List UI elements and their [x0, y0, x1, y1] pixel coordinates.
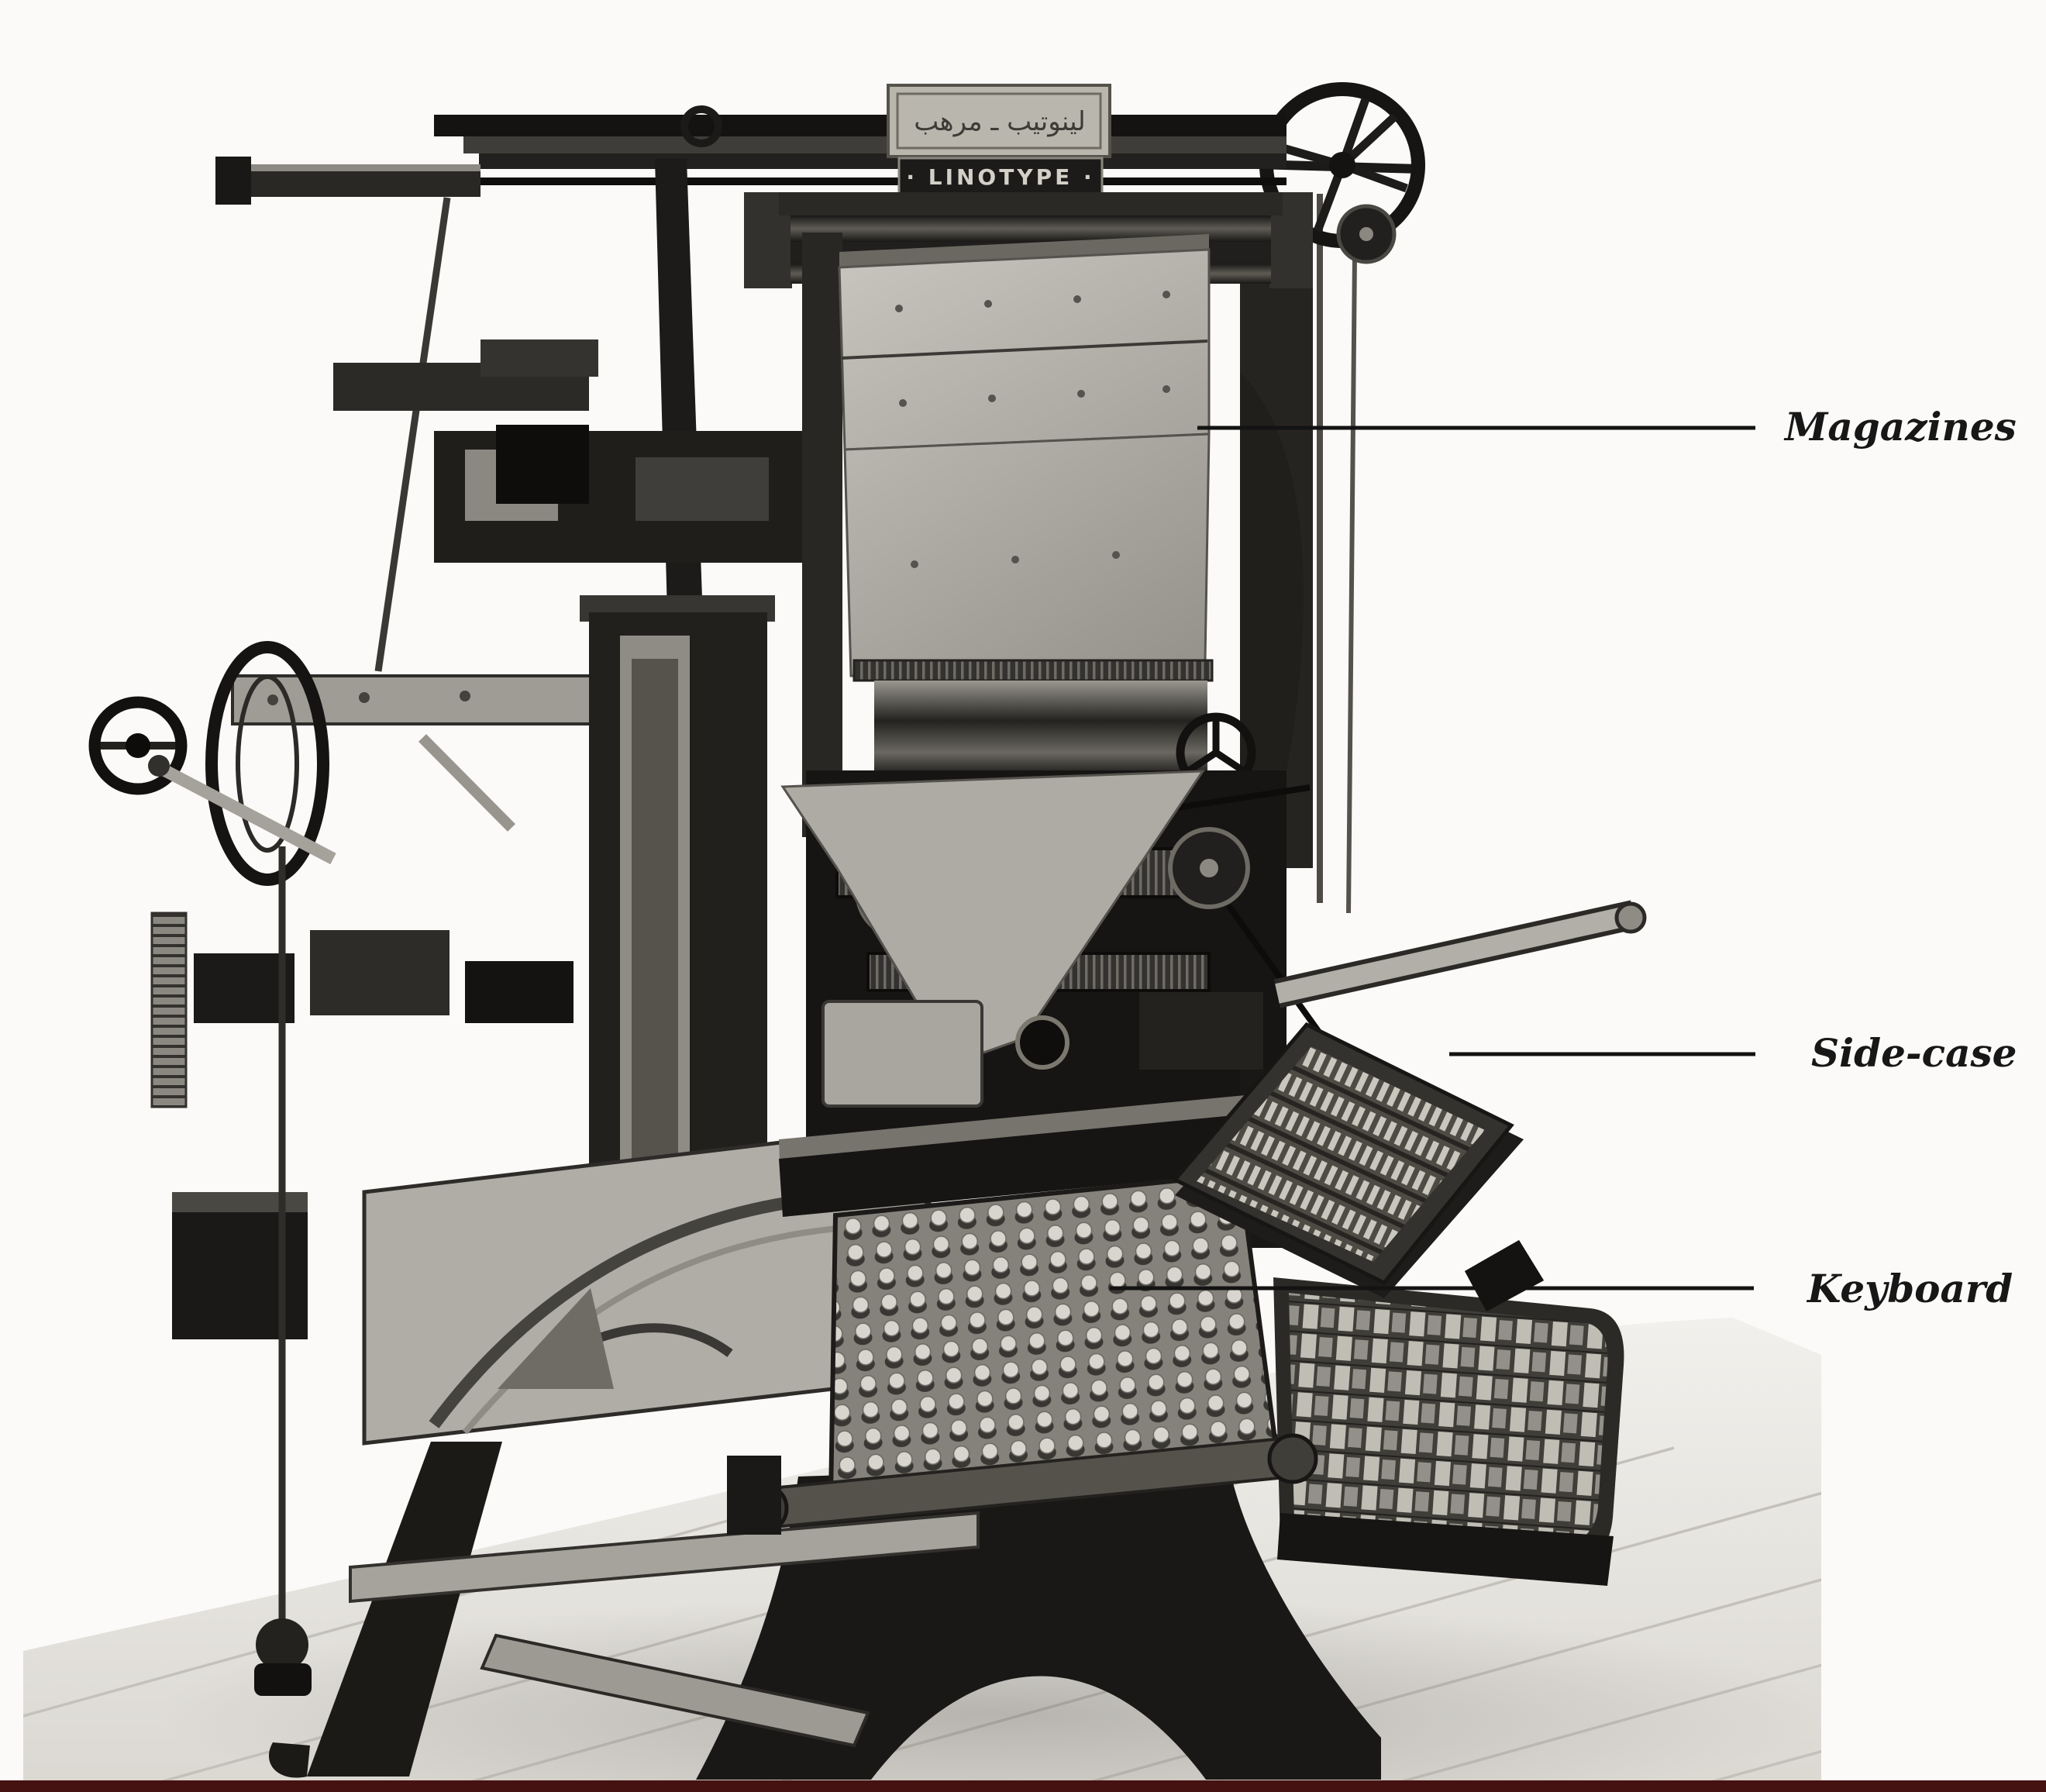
side-case-assembly [1172, 1022, 1544, 1311]
magazine-roller [874, 681, 1207, 770]
assembler-section [780, 770, 1373, 1248]
machine-floor-shadow [155, 1597, 1829, 1792]
side-case-arm [1275, 905, 1636, 1004]
spring-coil [150, 912, 188, 1108]
front-plate [822, 1000, 983, 1108]
linotype-nameplate-text: · LINOTYPE · [906, 164, 1094, 190]
keyboard-assembly [727, 1091, 1318, 1535]
label-side-case: Side-case [1811, 1030, 2017, 1076]
magazine-lower [843, 432, 1211, 677]
left-leg [307, 1442, 502, 1776]
left-handwheel [88, 696, 188, 795]
arabic-nameplate-text: لينوتيب ـ مرهب [914, 106, 1085, 137]
support-strut [480, 1633, 870, 1748]
label-magazines: Magazines [1783, 404, 2017, 450]
label-keyboard: Keyboard [1806, 1266, 2013, 1311]
galley-tray [1221, 1277, 1624, 1586]
left-bin [172, 1192, 308, 1339]
magazines-assembly [802, 233, 1256, 837]
linotype-nameplate [897, 157, 1104, 195]
leader-lines [1110, 426, 1755, 1291]
arabic-nameplate [887, 84, 1111, 158]
right-frame-and-drive [1240, 82, 1425, 914]
side-case-sorts [1197, 1046, 1485, 1262]
support-rod [374, 197, 451, 672]
magazine-rivets [895, 291, 1170, 407]
delivery-chute [780, 770, 1205, 1065]
magazine-guard [852, 659, 1214, 682]
belt-wheel [205, 641, 329, 886]
left-lever [156, 761, 336, 865]
bottom-rule [0, 1780, 2046, 1792]
elevator-belt [655, 159, 704, 642]
galley-matrices [1289, 1293, 1608, 1546]
nameplate: لينوتيب ـ مرهب · LINOTYPE · [887, 84, 1111, 195]
